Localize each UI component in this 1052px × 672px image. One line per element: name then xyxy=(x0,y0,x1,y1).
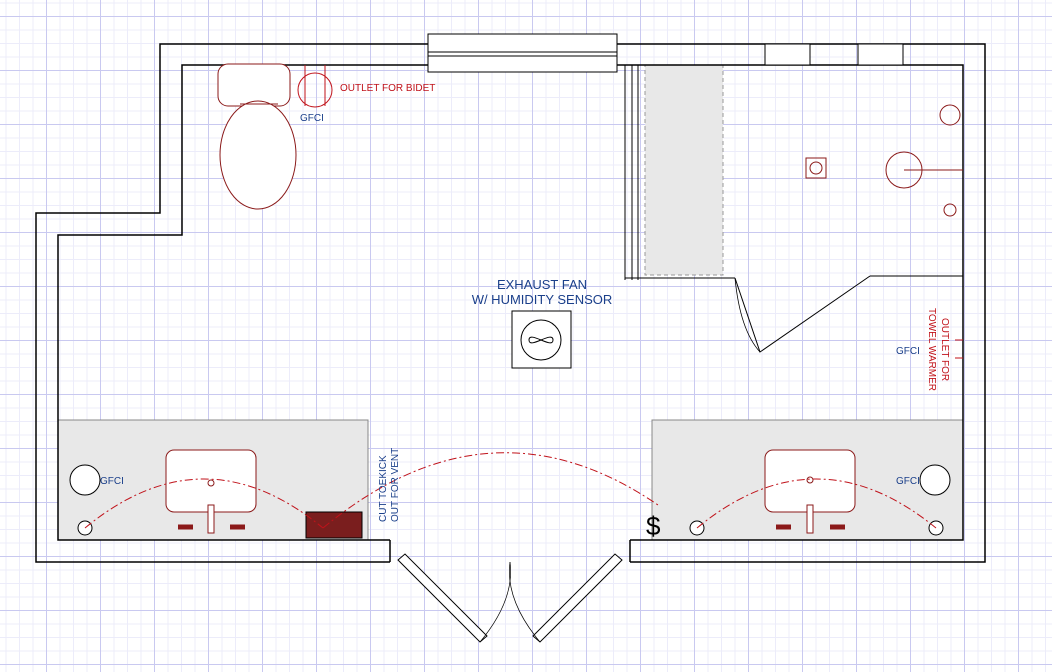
left-sink xyxy=(165,449,257,534)
towel-warmer-label-1: OUTLET FOR xyxy=(939,318,950,381)
towel-warmer-label-2: TOWEL WARMER xyxy=(926,308,937,391)
exhaust-fan-label-1: EXHAUST FAN xyxy=(497,277,587,292)
gfci-label-right: GFCI xyxy=(896,476,920,487)
exhaust-fan-icon xyxy=(511,310,572,369)
toekick-label-1: CUT TOEKICK xyxy=(378,455,389,522)
gfci-label-toilet: GFCI xyxy=(300,113,324,124)
gfci-label-left: GFCI xyxy=(100,476,124,487)
shower-bench xyxy=(644,64,724,276)
toekick-label-2: OUT FOR VENT xyxy=(390,448,401,522)
outlet-bidet-label: OUTLET FOR BIDET xyxy=(340,83,435,94)
shower-enclosure xyxy=(624,65,963,353)
bidet-outlet xyxy=(297,65,333,108)
switch-arcs xyxy=(84,452,937,529)
window xyxy=(427,33,904,73)
gfci-label-towel: GFCI xyxy=(896,346,920,357)
toilet xyxy=(217,63,297,210)
floor-vent xyxy=(305,511,363,539)
switch-symbol: $ xyxy=(646,511,661,541)
walls xyxy=(35,43,986,563)
entry-doors xyxy=(397,553,623,643)
right-sink xyxy=(764,449,856,534)
exhaust-fan-label-2: W/ HUMIDITY SENSOR xyxy=(472,292,613,307)
